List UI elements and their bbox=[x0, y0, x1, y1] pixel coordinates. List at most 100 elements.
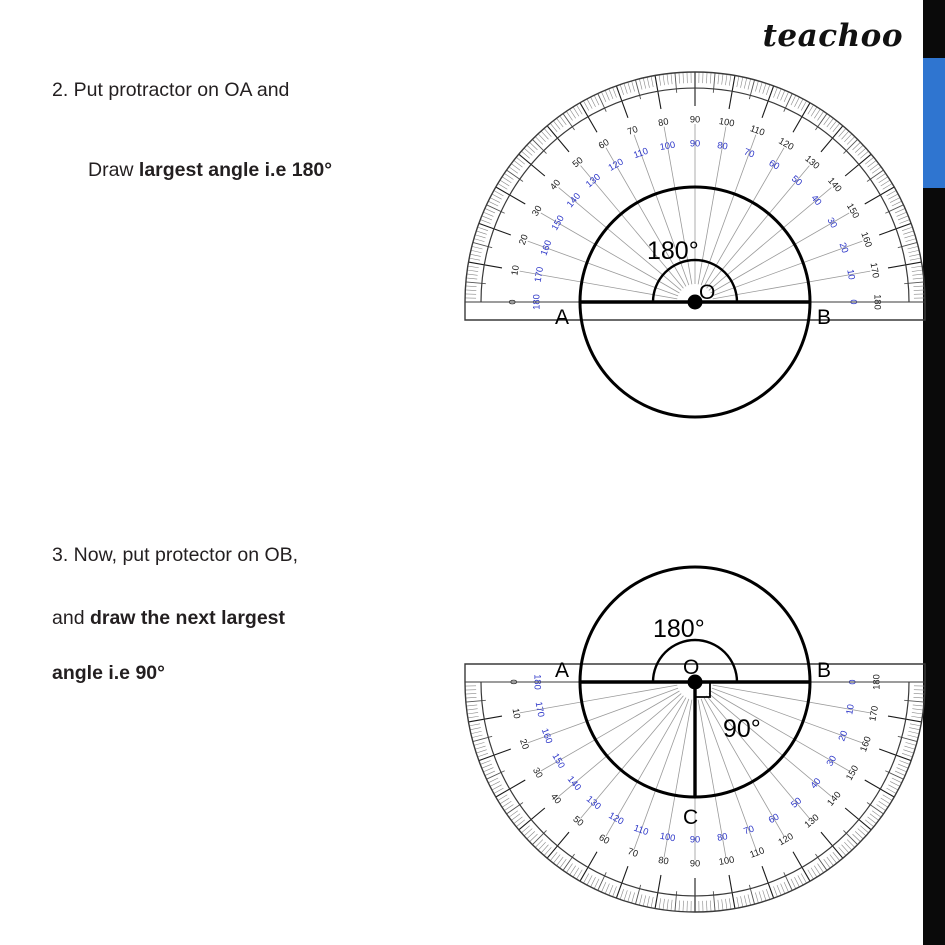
protractor-tick-label-inner-70: 70 bbox=[742, 823, 755, 836]
protractor-tick-label-inner-160: 160 bbox=[540, 727, 555, 745]
protractor-tick-label-outer-170: 170 bbox=[869, 262, 882, 279]
protractor-tick-label-inner-40: 40 bbox=[808, 776, 822, 790]
protractor-tick-label-inner-150: 150 bbox=[549, 214, 565, 232]
label-B-fig2: B bbox=[817, 306, 831, 329]
protractor-tick-label-inner-170: 170 bbox=[534, 701, 547, 718]
protractor-tick-label-outer-90: 90 bbox=[690, 114, 700, 124]
label-B-fig3: B bbox=[817, 659, 831, 682]
protractor-tick-label-outer-120: 120 bbox=[777, 831, 795, 847]
protractor-tick-label-inner-20: 20 bbox=[838, 241, 851, 254]
protractor-tick-label-inner-130: 130 bbox=[584, 172, 602, 190]
protractor-tick-label-inner-100: 100 bbox=[659, 140, 676, 153]
protractor-tick-label-inner-120: 120 bbox=[607, 156, 625, 172]
angle-arc-180-fig2 bbox=[651, 258, 739, 303]
vertex-O-dot-fig2 bbox=[687, 294, 703, 310]
protractor-tick-label-outer-70: 70 bbox=[626, 124, 639, 137]
label-C-fig3: C bbox=[683, 806, 698, 829]
protractor-tick-label-inner-70: 70 bbox=[743, 147, 756, 160]
label-A-fig2: A bbox=[555, 306, 569, 329]
protractor-tick-label-inner-60: 60 bbox=[767, 811, 781, 825]
angle-label-180-fig3: 180° bbox=[653, 615, 705, 643]
angle-label-90-fig3: 90° bbox=[723, 715, 761, 743]
protractor-tick-label-outer-130: 130 bbox=[802, 812, 820, 830]
label-O-fig3: O bbox=[683, 656, 699, 679]
protractor3-inner-arc bbox=[480, 681, 910, 897]
step2-line2: Draw largest angle i.e 180° bbox=[88, 155, 332, 187]
protractor-tick-label-outer-30: 30 bbox=[531, 766, 545, 780]
protractor-tick-label-inner-40: 40 bbox=[809, 193, 823, 207]
protractor-tick-label-inner-160: 160 bbox=[539, 239, 554, 257]
protractor-tick-label-outer-170: 170 bbox=[867, 705, 880, 722]
angle-arc-180-fig3 bbox=[651, 638, 739, 683]
protractor-tick-label-outer-160: 160 bbox=[859, 231, 874, 249]
protractor-tick-label-outer-150: 150 bbox=[845, 202, 861, 220]
protractor-tick-label-inner-140: 140 bbox=[565, 191, 583, 209]
step3-line2: and draw the next largest bbox=[52, 603, 285, 635]
protractor-tick-label-inner-90: 90 bbox=[690, 138, 700, 148]
protractor-tick-label-outer-20: 20 bbox=[517, 233, 530, 246]
angle-label-180-fig2: 180° bbox=[647, 237, 699, 265]
protractor2-inner-arc bbox=[480, 87, 910, 303]
protractor-tick-label-inner-140: 140 bbox=[566, 774, 584, 792]
protractor-tick-label-inner-60: 60 bbox=[767, 158, 781, 172]
protractor-tick-label-outer-100: 100 bbox=[718, 116, 735, 129]
protractor-tick-label-outer-50: 50 bbox=[571, 814, 585, 828]
protractor-tick-label-outer-70: 70 bbox=[626, 846, 639, 859]
protractor-tick-label-outer-110: 110 bbox=[748, 845, 765, 859]
edge-strip-blue-segment bbox=[923, 58, 945, 188]
vertex-O-dot-fig3 bbox=[687, 674, 703, 690]
brand-logo: teachoo bbox=[762, 18, 903, 54]
step3-line1: 3. Now, put protector on OB, bbox=[52, 544, 299, 566]
protractor-tick-label-inner-90: 90 bbox=[690, 834, 700, 844]
step2-line2-prefix: Draw bbox=[88, 159, 139, 181]
protractor-tick-label-outer-40: 40 bbox=[548, 177, 562, 191]
protractor-tick-label-inner-130: 130 bbox=[585, 794, 603, 812]
protractor-tick-label-outer-20: 20 bbox=[518, 737, 531, 750]
protractor-tick-label-outer-10: 10 bbox=[509, 264, 521, 276]
protractor-tick-label-inner-20: 20 bbox=[836, 729, 849, 742]
protractor-tick-label-outer-80: 80 bbox=[657, 116, 669, 128]
protractor-tick-label-outer-30: 30 bbox=[530, 204, 544, 218]
page-edge-strip bbox=[923, 0, 945, 945]
label-O-fig2: O bbox=[699, 281, 715, 304]
step3-line2-bold: draw the next largest bbox=[89, 607, 286, 629]
protractor-tick-label-outer-90: 90 bbox=[690, 858, 700, 868]
protractor3-outline bbox=[464, 663, 926, 913]
protractor-tick-label-inner-120: 120 bbox=[607, 810, 625, 826]
protractor-tick-label-inner-170: 170 bbox=[533, 266, 546, 283]
protractor-tick-label-inner-100: 100 bbox=[659, 831, 676, 844]
protractor-tick-label-outer-160: 160 bbox=[858, 735, 873, 753]
protractor-tick-label-inner-80: 80 bbox=[716, 831, 728, 843]
step3-line3: angle i.e 90° bbox=[52, 658, 165, 690]
label-A-fig3: A bbox=[555, 659, 569, 682]
protractor-tick-label-outer-60: 60 bbox=[597, 137, 611, 151]
protractor-tick-label-inner-150: 150 bbox=[550, 752, 566, 770]
step3-line3-bold: angle i.e 90° bbox=[52, 662, 165, 684]
protractor-tick-label-outer-40: 40 bbox=[549, 791, 563, 805]
protractor-tick-label-outer-110: 110 bbox=[749, 123, 766, 137]
protractor-tick-label-outer-50: 50 bbox=[570, 155, 584, 169]
protractor-tick-label-inner-10: 10 bbox=[844, 703, 856, 715]
step3-line2-prefix: and bbox=[52, 607, 90, 629]
protractor-tick-label-inner-30: 30 bbox=[824, 754, 838, 768]
protractor-tick-label-outer-130: 130 bbox=[803, 153, 821, 171]
protractor-tick-label-outer-140: 140 bbox=[826, 176, 844, 194]
step2-line2-bold: largest angle i.e 180° bbox=[138, 159, 333, 181]
protractor-tick-label-outer-60: 60 bbox=[597, 832, 611, 846]
protractor-tick-label-inner-50: 50 bbox=[789, 795, 803, 809]
protractor-tick-label-inner-10: 10 bbox=[845, 269, 857, 281]
protractor-tick-label-outer-100: 100 bbox=[718, 854, 735, 867]
protractor2-outline bbox=[464, 71, 926, 321]
protractor-tick-label-outer-120: 120 bbox=[777, 136, 795, 152]
protractor-tick-label-inner-30: 30 bbox=[825, 216, 839, 230]
protractor-tick-label-inner-80: 80 bbox=[717, 140, 729, 152]
protractor-tick-label-outer-140: 140 bbox=[825, 789, 843, 807]
right-angle-marker-fig3 bbox=[695, 682, 711, 698]
protractor-tick-label-inner-50: 50 bbox=[790, 173, 804, 187]
protractor-tick-label-inner-110: 110 bbox=[632, 823, 649, 837]
